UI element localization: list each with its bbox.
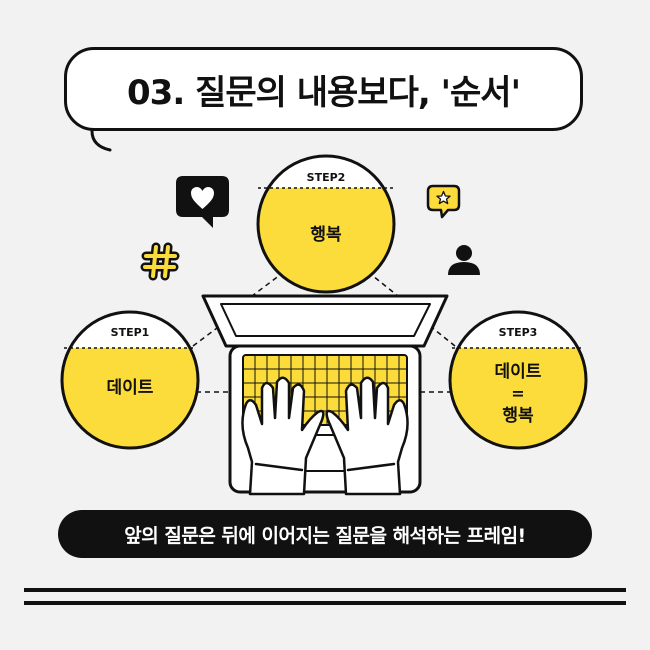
divider-top xyxy=(24,588,626,592)
step3-line-2: = xyxy=(511,384,524,403)
divider-bottom xyxy=(24,601,626,605)
step1-text: 데이트 xyxy=(107,378,154,398)
person-icon xyxy=(448,245,480,275)
dashed-connectors xyxy=(192,271,456,393)
heart-chat-icon xyxy=(176,176,229,228)
left-hand xyxy=(241,376,325,496)
title-bubble-tail xyxy=(90,129,112,152)
step2-label: STEP2 xyxy=(307,171,346,184)
star-chat-icon xyxy=(426,184,461,219)
step3-line-1: 데이트 xyxy=(495,362,542,382)
step3-circle: STEP3 데이트 = 행복 xyxy=(448,310,588,450)
step3-label: STEP3 xyxy=(499,326,538,339)
page-title: 03. 질문의 내용보다, '순서' xyxy=(127,72,521,113)
step2-text: 행복 xyxy=(310,225,342,245)
bottom-banner: 앞의 질문은 뒤에 이어지는 질문을 해석하는 프레임! xyxy=(58,510,592,558)
banner-text: 앞의 질문은 뒤에 이어지는 질문을 해석하는 프레임! xyxy=(124,524,526,547)
title-bubble: 03. 질문의 내용보다, '순서' xyxy=(64,47,583,131)
step3-line-3: 행복 xyxy=(502,406,534,426)
hashtag-icon-fill xyxy=(143,245,177,278)
step2-circle: STEP2 행복 xyxy=(256,154,396,294)
hashtag-icon xyxy=(140,242,180,281)
laptop-screen xyxy=(201,294,449,348)
right-hand xyxy=(325,376,409,496)
step1-label: STEP1 xyxy=(111,326,150,339)
step1-circle: STEP1 데이트 xyxy=(60,310,200,450)
